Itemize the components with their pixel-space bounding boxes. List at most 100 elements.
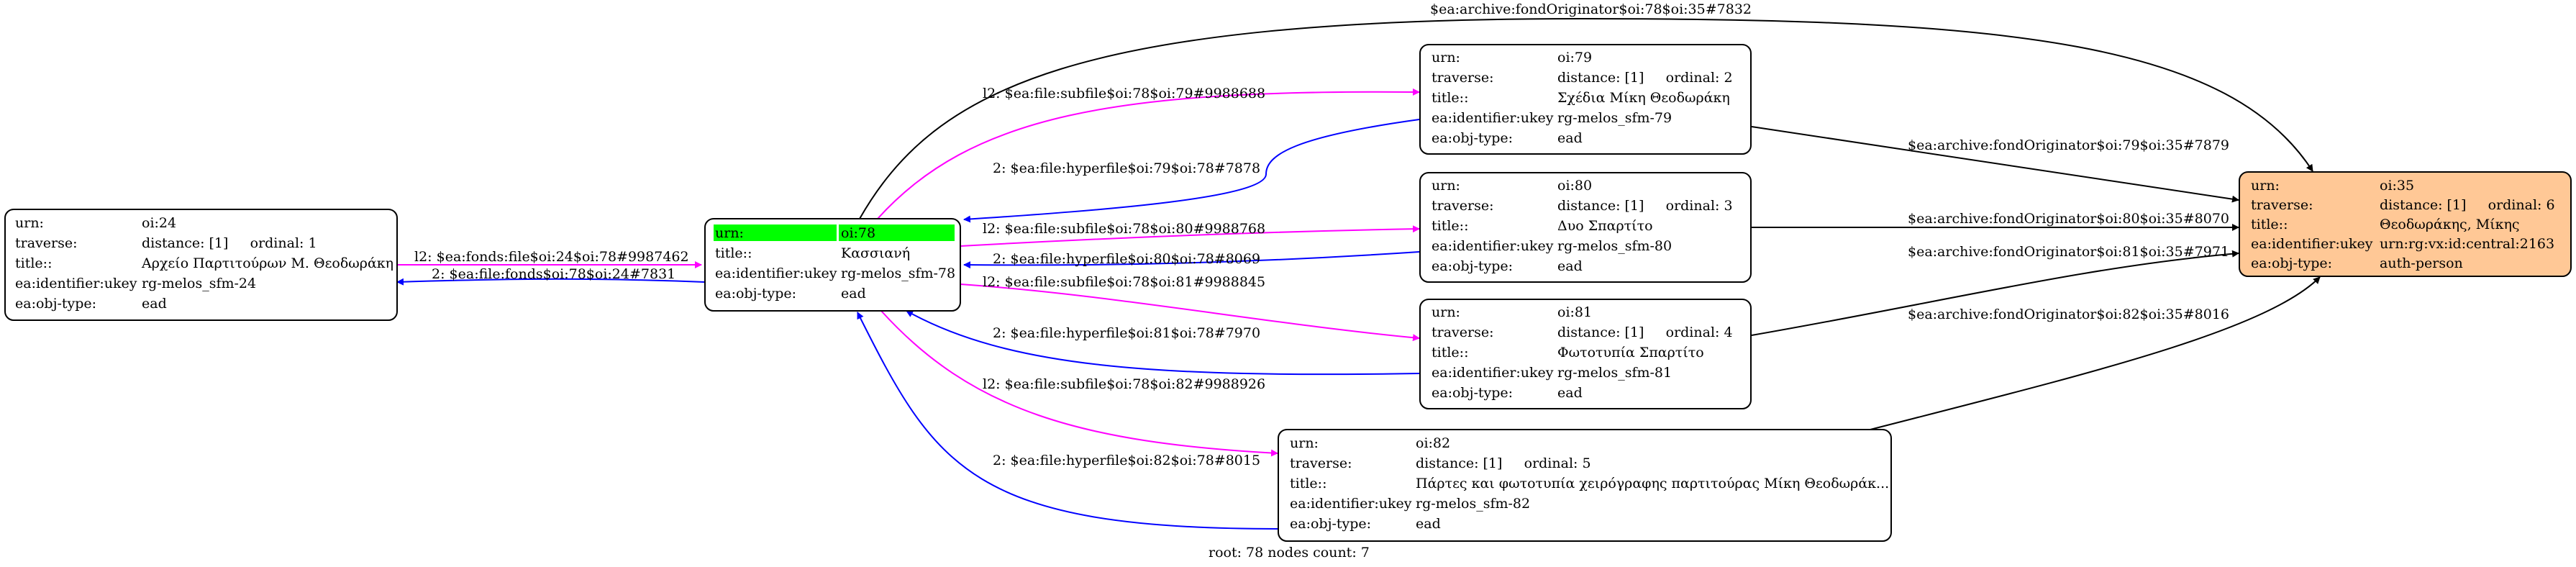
edge-archive-82[interactable]: [1870, 276, 2321, 430]
node-oi78-urn-highlight-val: [839, 224, 955, 241]
edge-label-subfile-82: l2: $ea:file:subfile$oi:78$oi:82#9988926: [983, 376, 1265, 392]
edge-label-hyperfile-82: 2: $ea:file:hyperfile$oi:82$oi:78#8015: [993, 453, 1260, 468]
node-oi80-val-1: distance: [1] ordinal: 3: [1557, 198, 1733, 214]
node-oi80-val-2: Δυο Σπαρτίτο: [1557, 218, 1653, 234]
node-oi78-val-1: Κασσιανή: [841, 245, 910, 261]
edge-subfile-81[interactable]: [960, 284, 1420, 342]
node-oi24-key-2: title::: [15, 255, 52, 271]
edge-label-archive-82: $ea:archive:fondOriginator$oi:82$oi:35#8…: [1908, 307, 2229, 322]
node-oi35-val-1: distance: [1] ordinal: 6: [2380, 197, 2555, 213]
node-oi79-val-0: oi:79: [1557, 50, 1592, 65]
node-oi80-key-4: ea:obj-type:: [1432, 258, 1513, 274]
node-oi78-root[interactable]: urn: oi:78 title:: Κασσιανή ea:identifie…: [704, 218, 961, 312]
node-oi82-val-3: rg-melos_sfm-82: [1416, 496, 1530, 512]
edge-label-subfile-80: l2: $ea:file:subfile$oi:78$oi:80#9988768: [983, 221, 1265, 237]
node-oi79-val-4: ead: [1557, 130, 1583, 146]
node-oi82-key-1: traverse:: [1290, 455, 1352, 471]
edge-label-fonds-file: l2: $ea:fonds:file$oi:24$oi:78#9987462: [414, 249, 689, 265]
node-oi81[interactable]: urn: oi:81 traverse: distance: [1] ordin…: [1419, 299, 1752, 409]
node-oi24-box: [4, 209, 398, 321]
node-oi81-key-4: ea:obj-type:: [1432, 385, 1513, 401]
node-oi35-key-1: traverse:: [2251, 197, 2313, 213]
node-oi35-val-3: urn:rg:vx:id:central:2163: [2380, 236, 2554, 252]
edge-hyperfile-79[interactable]: [963, 119, 1420, 223]
node-oi82-val-2: Πάρτες και φωτοτυπία χειρόγραφης παρτιτο…: [1416, 476, 1889, 491]
node-oi82-val-1: distance: [1] ordinal: 5: [1416, 455, 1591, 471]
node-oi35-val-4: auth-person: [2380, 255, 2463, 271]
edge-hyperfile-81[interactable]: [906, 310, 1420, 376]
node-oi35-target[interactable]: urn: oi:35 traverse: distance: [1] ordin…: [2239, 171, 2572, 277]
node-oi82-key-3: ea:identifier:ukey: [1290, 496, 1412, 512]
node-oi80-box: [1419, 172, 1752, 283]
node-oi78-key-0: urn:: [715, 225, 744, 241]
node-oi80-key-1: traverse:: [1432, 198, 1494, 214]
node-oi79-key-3: ea:identifier:ukey: [1432, 110, 1554, 126]
node-oi82-box: [1278, 429, 1892, 542]
edge-subfile-82[interactable]: [880, 310, 1278, 457]
node-oi81-val-0: oi:81: [1557, 304, 1592, 320]
node-oi35-key-0: urn:: [2251, 178, 2280, 194]
node-oi81-key-3: ea:identifier:ukey: [1432, 365, 1554, 381]
node-oi80-val-3: rg-melos_sfm-80: [1557, 238, 1672, 254]
edge-label-archive-79: $ea:archive:fondOriginator$oi:79$oi:35#7…: [1908, 137, 2229, 153]
node-oi24-val-4: ead: [142, 296, 167, 312]
node-oi24-val-3: rg-melos_sfm-24: [142, 276, 256, 291]
node-oi81-box: [1419, 299, 1752, 409]
node-oi79-key-2: title::: [1432, 90, 1468, 106]
node-oi78-key-2: ea:identifier:ukey: [715, 266, 837, 281]
node-oi79-val-2: Σχέδια Μίκη Θεοδωράκη: [1557, 90, 1730, 106]
node-oi82-key-2: title::: [1290, 476, 1326, 491]
node-oi82-key-0: urn:: [1290, 435, 1319, 451]
edge-file-fonds[interactable]: [396, 278, 706, 286]
node-oi24-val-1: distance: [1] ordinal: 1: [142, 235, 317, 251]
edge-archive-78[interactable]: [859, 17, 2313, 219]
node-oi80-val-0: oi:80: [1557, 178, 1592, 194]
edge-archive-79[interactable]: [1751, 126, 2239, 203]
node-oi24-key-1: traverse:: [15, 235, 78, 251]
node-oi79-key-1: traverse:: [1432, 70, 1494, 86]
node-oi79-val-1: distance: [1] ordinal: 2: [1557, 70, 1733, 86]
node-oi79-box: [1419, 44, 1752, 155]
node-oi24-val-0: oi:24: [142, 215, 176, 231]
node-oi35-box: [2239, 171, 2572, 277]
graph-footer: root: 78 nodes count: 7: [1209, 545, 1370, 561]
node-oi81-key-0: urn:: [1432, 304, 1460, 320]
edge-subfile-80[interactable]: [960, 225, 1420, 247]
node-oi80-key-2: title::: [1432, 218, 1468, 234]
node-oi78-key-1: title::: [715, 245, 752, 261]
node-oi80-val-4: ead: [1557, 258, 1583, 274]
node-oi24-key-3: ea:identifier:ukey: [15, 276, 137, 291]
edge-hyperfile-80[interactable]: [963, 251, 1420, 269]
node-oi82-key-4: ea:obj-type:: [1290, 516, 1371, 532]
edge-label-file-fonds: 2: $ea:file:fonds$oi:78$oi:24#7831: [432, 266, 675, 282]
node-oi78-val-2: rg-melos_sfm-78: [841, 266, 955, 281]
node-oi81-key-2: title::: [1432, 345, 1468, 360]
node-oi79-key-4: ea:obj-type:: [1432, 130, 1513, 146]
edges: [396, 17, 2321, 530]
node-oi81-key-1: traverse:: [1432, 325, 1494, 340]
node-oi78-box: [704, 218, 961, 312]
node-oi79-val-3: rg-melos_sfm-79: [1557, 110, 1672, 126]
edge-archive-81[interactable]: [1751, 250, 2239, 336]
edge-label-hyperfile-79: 2: $ea:file:hyperfile$oi:79$oi:78#7878: [993, 160, 1260, 176]
node-oi81-val-3: rg-melos_sfm-81: [1557, 365, 1672, 381]
node-oi82[interactable]: urn: oi:82 traverse: distance: [1] ordin…: [1278, 429, 1892, 542]
edge-labels: l2: $ea:fonds:file$oi:24$oi:78#9987462 2…: [414, 1, 2229, 468]
node-oi80-key-0: urn:: [1432, 178, 1460, 194]
node-oi24-key-4: ea:obj-type:: [15, 296, 96, 312]
node-oi81-val-1: distance: [1] ordinal: 4: [1557, 325, 1733, 340]
edge-subfile-79[interactable]: [877, 88, 1420, 219]
node-oi78-urn-highlight-key: [714, 224, 837, 241]
node-oi80[interactable]: urn: oi:80 traverse: distance: [1] ordin…: [1419, 172, 1752, 283]
node-oi24[interactable]: urn: oi:24 traverse: distance: [1] ordin…: [4, 209, 398, 321]
edge-label-hyperfile-80: 2: $ea:file:hyperfile$oi:80$oi:78#8069: [993, 251, 1260, 267]
node-oi79[interactable]: urn: oi:79 traverse: distance: [1] ordin…: [1419, 44, 1752, 155]
edge-label-archive-78: $ea:archive:fondOriginator$oi:78$oi:35#7…: [1430, 1, 1752, 17]
node-oi24-key-0: urn:: [15, 215, 44, 231]
edge-label-archive-81: $ea:archive:fondOriginator$oi:81$oi:35#7…: [1908, 244, 2229, 260]
node-oi81-val-4: ead: [1557, 385, 1583, 401]
node-oi78-key-3: ea:obj-type:: [715, 286, 796, 301]
edge-hyperfile-82[interactable]: [857, 312, 1278, 530]
node-oi35-val-2: Θεοδωράκης, Μίκης: [2380, 217, 2520, 232]
